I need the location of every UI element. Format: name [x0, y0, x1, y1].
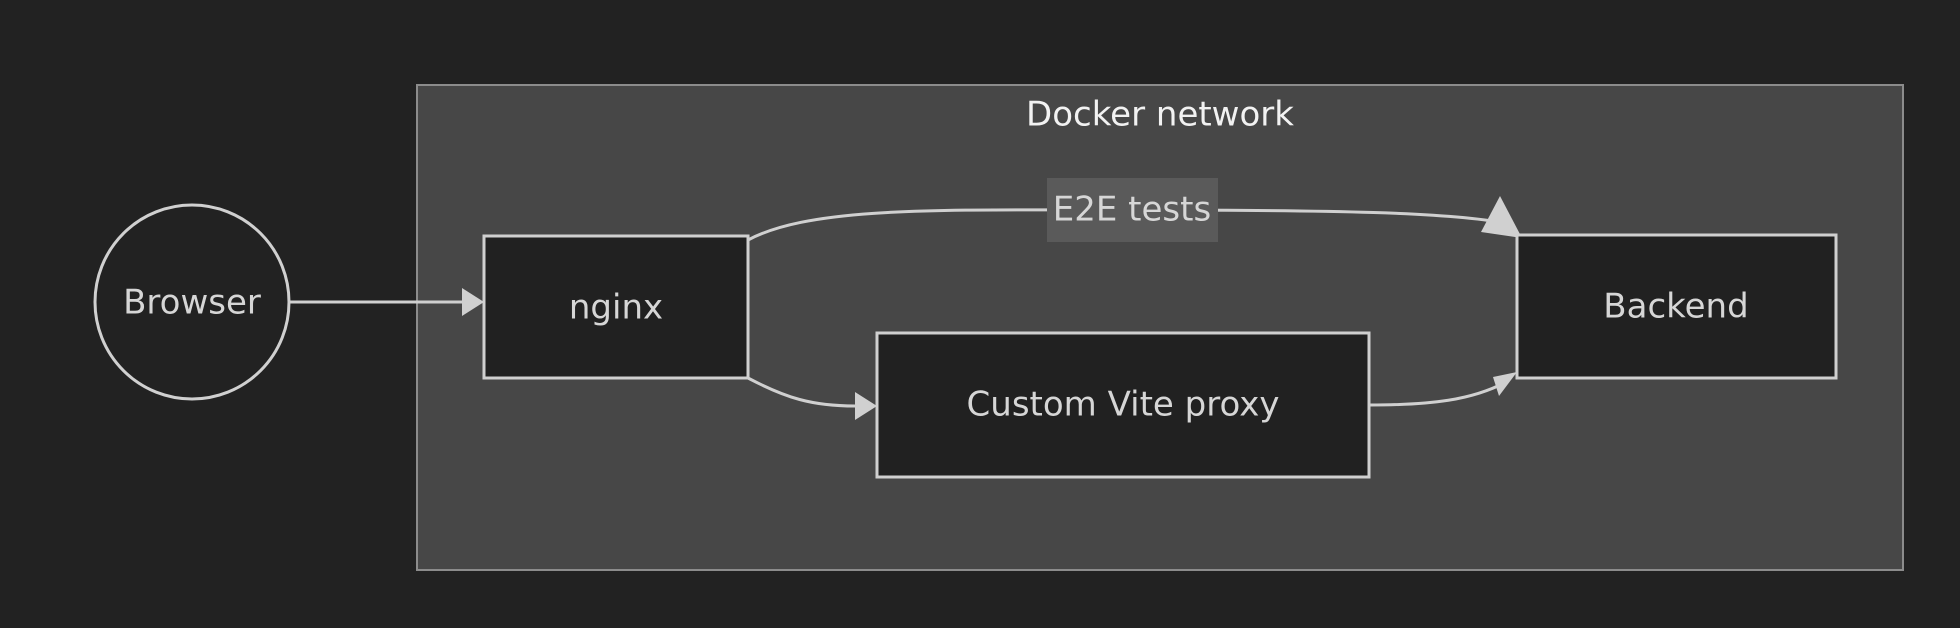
- docker-network-title: Docker network: [1026, 95, 1294, 135]
- edge-browser-to-nginx-arrowhead: [462, 288, 484, 316]
- browser-label: Browser: [123, 283, 261, 323]
- edge-nginx-to-backend[interactable]: E2E tests: [747, 178, 1522, 242]
- custom-vite-proxy-label: Custom Vite proxy: [967, 385, 1280, 425]
- nginx-label: nginx: [569, 288, 663, 328]
- browser-circle: [93, 203, 291, 401]
- nginx-box: [482, 234, 750, 380]
- node-custom-vite-proxy[interactable]: Custom Vite proxy: [875, 331, 1371, 479]
- edge-browser-to-nginx[interactable]: [290, 288, 484, 316]
- edge-vite-proxy-to-backend[interactable]: [1368, 372, 1517, 407]
- edge-label-e2e-tests: E2E tests: [1053, 190, 1211, 230]
- edge-nginx-to-backend-arrowhead: [1481, 196, 1522, 238]
- edge-nginx-to-vite-proxy-path: [747, 376, 856, 408]
- edge-label-e2e-tests-background: [1047, 178, 1218, 242]
- edge-nginx-to-vite-proxy[interactable]: [747, 376, 877, 420]
- backend-box: [1515, 233, 1838, 380]
- backend-label: Backend: [1603, 287, 1748, 327]
- node-browser[interactable]: Browser: [93, 203, 291, 401]
- edge-nginx-to-vite-proxy-arrowhead: [855, 392, 877, 420]
- edge-vite-proxy-to-backend-path: [1368, 380, 1507, 407]
- node-backend[interactable]: Backend: [1515, 233, 1838, 380]
- node-nginx[interactable]: nginx: [482, 234, 750, 380]
- edge-vite-proxy-to-backend-arrowhead: [1493, 372, 1517, 396]
- custom-vite-proxy-box: [875, 331, 1371, 479]
